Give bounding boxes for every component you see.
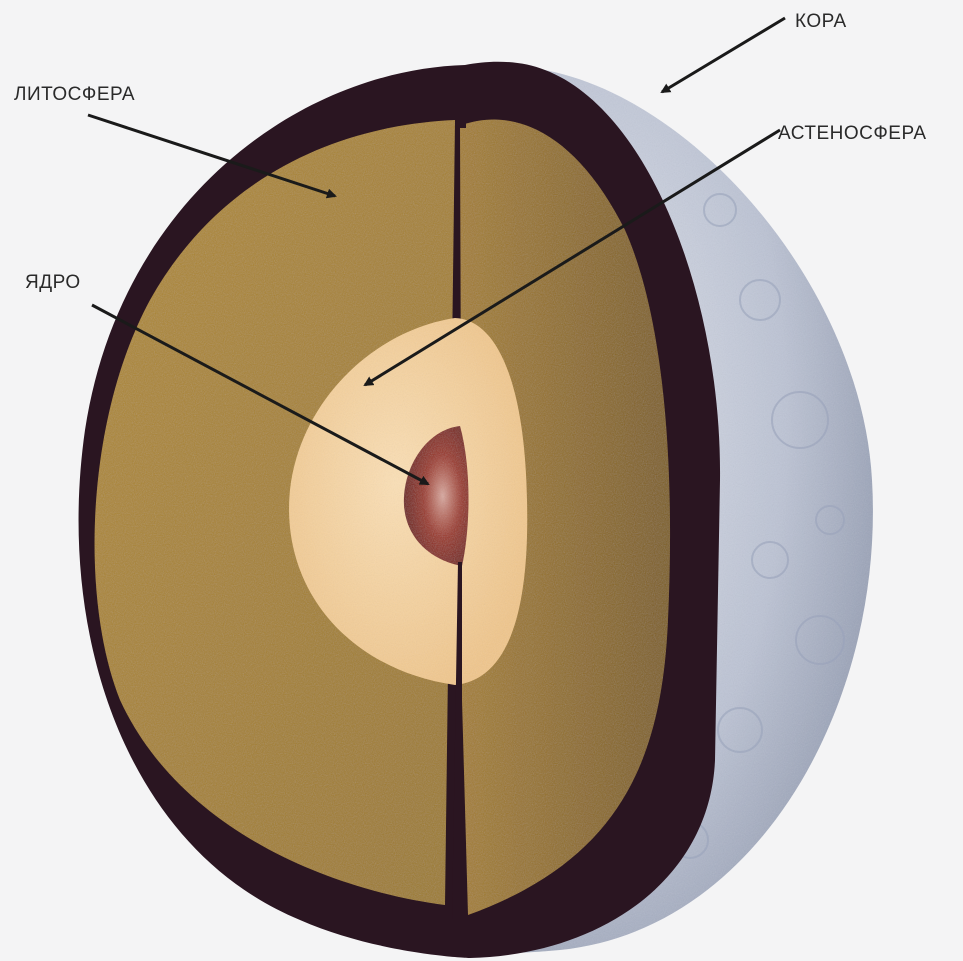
label-crust: КОРА (795, 11, 847, 33)
label-core: ЯДРО (25, 272, 81, 294)
arrow-crust (662, 18, 785, 92)
label-asthenosphere: АСТЕНОСФЕРА (778, 123, 927, 145)
label-lithosphere: ЛИТОСФЕРА (14, 84, 135, 106)
center-split-top (456, 70, 466, 128)
